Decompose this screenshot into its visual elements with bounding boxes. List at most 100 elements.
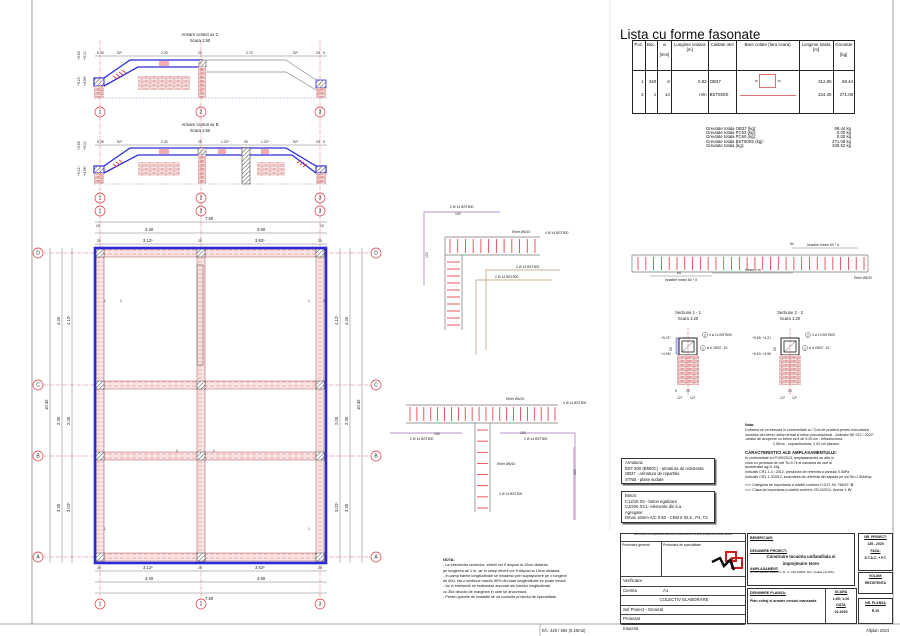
column xyxy=(315,380,325,390)
dim: 3.62⁵ xyxy=(255,565,265,570)
section-scale: Scara 1:20 xyxy=(780,316,801,321)
dim: 25 xyxy=(788,389,792,393)
level-mark: +5.65 xyxy=(77,141,81,150)
dim: 25 xyxy=(669,347,673,351)
label: Etrier Ø6/10 xyxy=(512,230,530,234)
axis-circle xyxy=(32,551,44,563)
title-block-team: Acest proiect este proprietatea intelect… xyxy=(620,533,746,631)
level: +5.21⁵ xyxy=(661,336,672,340)
mark: 2 xyxy=(704,334,706,338)
column xyxy=(315,552,325,562)
elevation-b-scale: Scara 1:50 xyxy=(190,128,211,133)
company-logo xyxy=(711,551,743,571)
elevation-ax-b: Armare centuri ax B Scara 1:50 5 25 92⁵ … xyxy=(77,122,327,185)
section-mark: 1 xyxy=(104,299,106,303)
axis-circle xyxy=(32,247,44,259)
title-block-project: BENEFICIAR: DENUMIRE PROIECT: Construire… xyxy=(747,533,855,586)
axis-circle xyxy=(32,379,44,391)
column xyxy=(95,552,105,562)
section-mark: 1 xyxy=(120,299,122,303)
axis-circle xyxy=(32,450,44,462)
dim: 5 xyxy=(323,140,325,144)
level-mark: +4.96⁵ xyxy=(83,75,87,86)
ring-beam xyxy=(196,248,206,563)
column xyxy=(196,248,206,258)
section-mark: 2 xyxy=(176,449,178,453)
axis-label: B xyxy=(36,454,40,460)
axis-circle xyxy=(370,247,382,259)
level-mark: +5.21⁵ xyxy=(77,75,81,86)
label: Etrier Ø6/10 xyxy=(497,462,515,466)
axis-label: 3 xyxy=(319,196,322,202)
dim: 2.05 xyxy=(66,416,71,425)
dim: 4.12⁵ xyxy=(66,315,71,325)
lap-detail: 84 innadire minim 60 * d 84 innadire min… xyxy=(631,242,872,282)
dim: 25 xyxy=(686,389,690,393)
title-block-project-no: NR. PROIECT:135 - 2025 FAZA:D.T.A.C. + P… xyxy=(858,533,893,571)
elevation-b-title: Armare centuri ax B xyxy=(181,122,218,127)
cell: 224.40 xyxy=(798,91,834,114)
cell: 69.44 xyxy=(832,70,855,91)
dim-total-top: 7.60 xyxy=(205,216,214,221)
cell: 6 xyxy=(657,70,672,91)
dim: 25 xyxy=(244,140,248,144)
bar-shape-straight xyxy=(735,91,800,114)
dim: 12⁵ xyxy=(792,396,798,400)
ring-beam xyxy=(95,552,326,562)
ring-beam xyxy=(95,380,326,390)
weight-summary: Greutate totala OB37 (kg):69.44 kg Greut… xyxy=(706,126,851,148)
ring-beam xyxy=(95,451,326,461)
label: 4 Ø 14 BST500 xyxy=(545,231,568,235)
dim-edge: 15 xyxy=(320,224,324,228)
dim: 25 xyxy=(97,239,101,243)
dim: 3.30 xyxy=(344,503,349,512)
label: 4 Ø 14 BST500 xyxy=(563,401,586,405)
plan-view: 7.60 3.40 3.90 15 15 25 3.12⁵ 25 3.62⁵ 2… xyxy=(44,216,363,601)
label: 84 xyxy=(790,242,794,246)
dim: 5 xyxy=(323,51,325,55)
label: DENUMIRE PLANSA: xyxy=(750,591,787,595)
col-header: Poz. xyxy=(632,40,646,71)
axis-label: D xyxy=(374,251,378,257)
cell: 14 xyxy=(657,91,672,114)
dim: 25 xyxy=(100,51,104,55)
bar-shape-stirrup: 15 15 xyxy=(735,70,800,91)
column xyxy=(196,451,206,461)
cell: 0.92 xyxy=(670,70,709,91)
axis-label: 2 xyxy=(200,602,203,608)
column xyxy=(196,380,206,390)
dim: 92⁵ xyxy=(293,140,299,144)
label: 100 xyxy=(425,252,429,258)
section-title: Sectiune 1 - 1 xyxy=(675,310,702,315)
dim-edge: 15 xyxy=(96,224,100,228)
dim: 25 xyxy=(316,51,320,55)
axis-label: C xyxy=(374,383,378,389)
dim: 25 xyxy=(198,566,202,570)
table-row: 2 1 14 m/n BST500S 224.40 271.08 xyxy=(632,91,855,114)
dim: 12⁵ xyxy=(780,396,786,400)
section-1-1: Sectiune 1 - 1 Scara 1:20 2 4 ø 14 BST50… xyxy=(661,310,732,400)
cell: 2 xyxy=(632,91,646,114)
label: AMPLASAMENT: xyxy=(750,567,779,571)
dim: 2.70 xyxy=(246,51,253,55)
section-title: Sectiune 2 - 2 xyxy=(777,310,804,315)
dim: 25 xyxy=(198,239,202,243)
label: BENEFICIAR: xyxy=(750,536,774,540)
column xyxy=(315,451,325,461)
ring-beam xyxy=(315,248,325,563)
dim: 92⁵ xyxy=(117,140,123,144)
elevation-c-scale: Scara 1:50 xyxy=(190,38,211,43)
column xyxy=(95,248,105,258)
dim-span: 3.40 xyxy=(145,576,154,581)
label: 100 xyxy=(434,432,440,436)
label: innadire minim 60 * d xyxy=(807,243,839,247)
cell: 1 xyxy=(644,91,659,114)
axis-label: D xyxy=(36,251,40,257)
dim: 2.20 xyxy=(161,140,168,144)
axis-circle xyxy=(370,379,382,391)
axis-label: 1 xyxy=(99,196,102,202)
dim: 3.02⁵ xyxy=(66,502,71,512)
bar-list-title: Lista cu forme fasonate xyxy=(620,27,761,42)
